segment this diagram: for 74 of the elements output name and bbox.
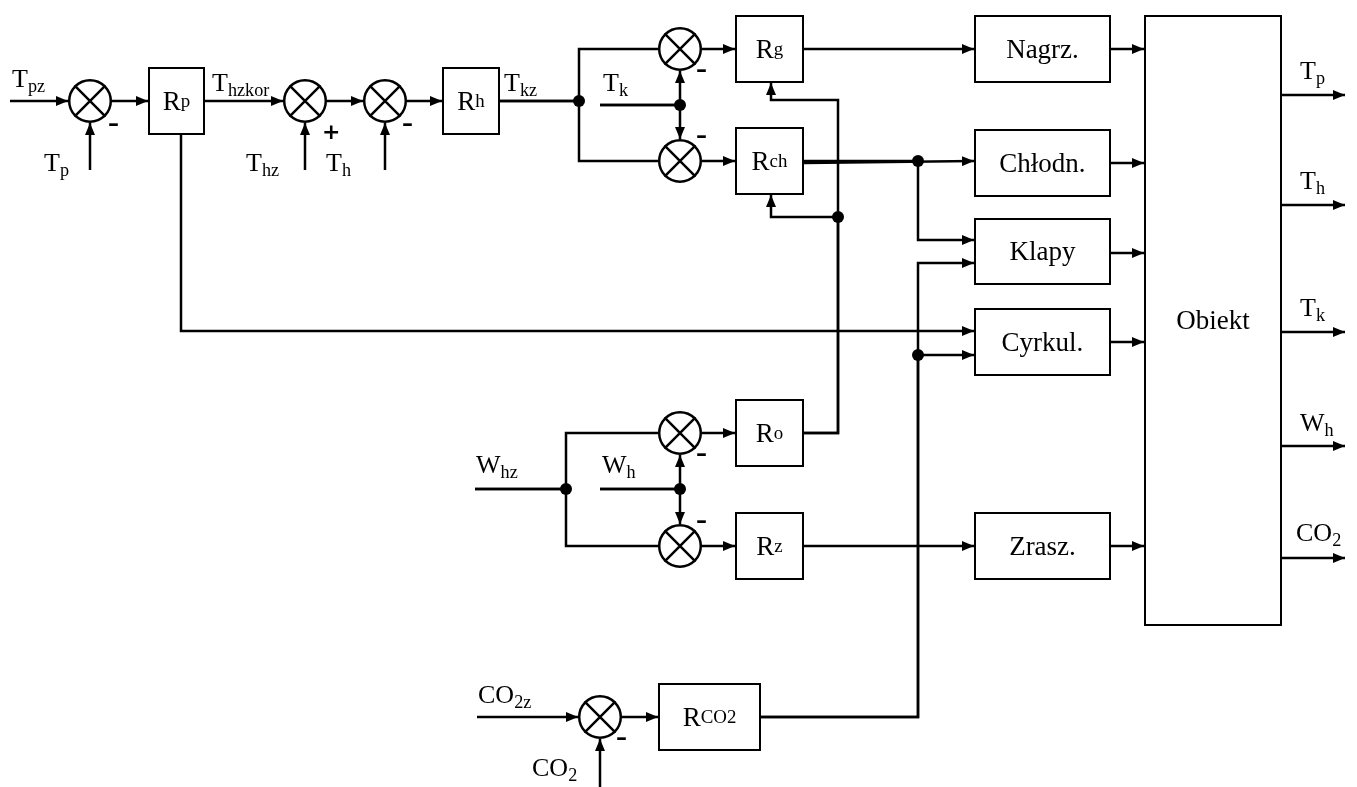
signal-label: T$_{hz}$ <box>246 150 280 179</box>
sign-label: – <box>696 59 707 81</box>
sign-label: + <box>322 121 341 143</box>
signal-label: CO$_{2z}$ <box>478 682 532 711</box>
arrow <box>804 159 974 245</box>
arrow <box>622 712 658 722</box>
arrow <box>1282 327 1345 337</box>
summing-junction <box>578 695 622 739</box>
arrow <box>1282 200 1345 210</box>
summing-junction <box>283 79 327 123</box>
signal-label: T$_{k}$ <box>1300 295 1325 324</box>
signal-label: T$_{h}$ <box>326 150 351 179</box>
signal-label: T$_{kz}$ <box>504 70 538 99</box>
arrow <box>477 712 578 722</box>
process-block: Cyrkul. <box>974 308 1111 376</box>
sign-label: – <box>696 510 707 532</box>
summing-junction <box>658 27 702 71</box>
signal-label: T$_{p}$ <box>1300 58 1325 87</box>
arrow <box>1282 441 1345 451</box>
process-block: Nagrz. <box>974 15 1111 83</box>
arrow <box>766 195 840 435</box>
signal-line <box>475 487 658 548</box>
summing-junction <box>658 139 702 183</box>
arrow <box>702 156 735 166</box>
process-block: Obiekt <box>1144 15 1282 626</box>
arrow <box>600 487 685 524</box>
arrow <box>205 96 283 106</box>
signal-label: W$_{hz}$ <box>476 452 518 481</box>
arrow <box>1111 541 1144 551</box>
arrow <box>85 123 95 170</box>
sign-label: – <box>696 125 707 147</box>
arrow <box>702 541 735 551</box>
arrow <box>1111 248 1144 258</box>
arrow <box>179 135 974 336</box>
arrow <box>761 350 974 719</box>
arrow <box>702 428 735 438</box>
sign-label: – <box>696 443 707 465</box>
arrow <box>380 123 390 170</box>
arrow <box>600 103 685 139</box>
summing-junction <box>363 79 407 123</box>
signal-label: CO$_{2}$ <box>1296 520 1342 549</box>
signal-label: T$_{k}$ <box>603 70 628 99</box>
arrow <box>804 44 974 54</box>
summing-junction <box>68 79 112 123</box>
signal-label: T$_{h}$ <box>1300 168 1325 197</box>
arrow <box>804 156 974 167</box>
arrow <box>112 96 148 106</box>
arrow <box>300 123 310 170</box>
process-block: Zrasz. <box>974 512 1111 580</box>
signal-line <box>500 99 658 163</box>
sign-label: – <box>616 727 627 749</box>
signal-label: T$_{hzkor}$ <box>212 70 270 99</box>
arrow <box>327 96 363 106</box>
arrow <box>1111 44 1144 54</box>
summing-junction <box>658 411 702 455</box>
arrow <box>1111 158 1144 168</box>
signal-label: W$_{h}$ <box>602 452 636 481</box>
arrow <box>407 96 442 106</box>
sign-label: – <box>402 113 413 135</box>
arrow <box>1282 90 1345 100</box>
signal-label: W$_{h}$ <box>1300 410 1334 439</box>
signal-label: CO$_{2}$ <box>532 755 578 784</box>
arrow <box>10 96 68 106</box>
process-block: Klapy <box>974 218 1111 285</box>
arrow <box>702 44 735 54</box>
summing-junction <box>658 524 702 568</box>
arrow <box>804 541 974 551</box>
signal-label: T$_{p}$ <box>44 150 69 179</box>
arrow <box>1111 337 1144 347</box>
sign-label: – <box>108 113 119 135</box>
signal-label: T$_{pz}$ <box>12 66 46 95</box>
arrow <box>595 739 605 787</box>
process-block: Chłodn. <box>974 129 1111 197</box>
arrow <box>1282 553 1345 563</box>
